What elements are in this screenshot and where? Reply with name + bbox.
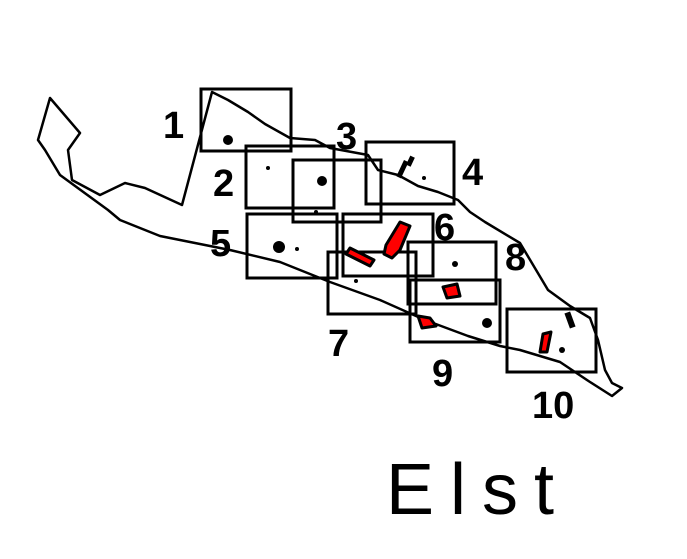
section-10-frame: [505, 307, 598, 374]
area-boundary: [36, 90, 624, 398]
highlight-marks: [344, 220, 553, 354]
building-marks: [223, 135, 576, 353]
section-label-9: 9: [432, 353, 453, 395]
section-5-frame: [245, 212, 339, 280]
section-label-2: 2: [213, 163, 234, 205]
section-label-8: 8: [505, 237, 526, 279]
section-8-frame: [406, 240, 498, 306]
section-1-frame: [199, 87, 293, 153]
section-6-frame: [341, 212, 435, 278]
section-label-6: 6: [434, 207, 455, 249]
section-9-frame: [408, 278, 502, 344]
section-4-frame: [364, 140, 456, 206]
section-2-frame: [244, 144, 336, 210]
section-label-3: 3: [336, 116, 357, 158]
section-label-10: 10: [532, 385, 574, 427]
section-label-4: 4: [462, 152, 483, 194]
section-label-1: 1: [163, 105, 184, 147]
section-label-5: 5: [210, 223, 231, 265]
section-label-7: 7: [328, 323, 349, 365]
map-title: Elst: [386, 450, 570, 530]
section-7-frame: [326, 250, 418, 316]
